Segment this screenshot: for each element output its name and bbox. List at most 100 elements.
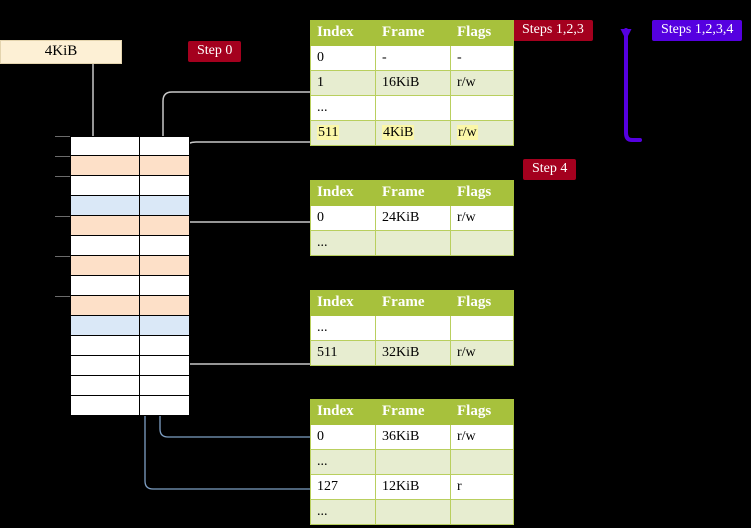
badge-steps-1234: Steps 1,2,3,4 <box>652 20 743 41</box>
cell-flags: r/w <box>450 120 514 146</box>
cell-index: 127 <box>310 474 376 500</box>
cell-index: ... <box>310 95 376 121</box>
memory-row <box>70 216 190 236</box>
cell-flags: r/w <box>450 70 514 96</box>
cell-frame: 36KiB <box>375 424 451 450</box>
memory-row <box>70 396 190 416</box>
cell-frame <box>375 499 451 525</box>
cell-frame: 4KiB <box>375 120 451 146</box>
column-header-flags: Flags <box>450 290 514 316</box>
memory-row-tick <box>55 256 70 257</box>
memory-row-tick <box>55 216 70 217</box>
cell-frame <box>375 95 451 121</box>
cell-flags <box>450 449 514 475</box>
cell-frame: 16KiB <box>375 70 451 96</box>
cell-flags: r/w <box>450 205 514 231</box>
cell-frame: 32KiB <box>375 340 451 366</box>
memory-divider-1 <box>139 136 140 416</box>
table-row: ... <box>310 499 514 525</box>
column-header-flags: Flags <box>450 20 514 46</box>
table-row: 511 4KiB r/w <box>310 120 514 146</box>
cell-index: ... <box>310 230 376 256</box>
highlighted-value: 511 <box>317 124 340 140</box>
column-header-index: Index <box>310 180 376 206</box>
column-header-index: Index <box>310 20 376 46</box>
wire-t3-row511-to-memory <box>173 316 310 365</box>
frame-size-label: 4KiB <box>44 43 78 59</box>
column-header-flags: Flags <box>450 399 514 425</box>
cell-frame <box>375 230 451 256</box>
memory-row <box>70 336 190 356</box>
badge-step-4: Step 4 <box>523 159 577 180</box>
memory-divider-right <box>189 136 190 416</box>
highlighted-value: r/w <box>457 124 478 140</box>
memory-divider-left <box>70 136 71 416</box>
cell-frame <box>375 315 451 341</box>
cell-flags: r/w <box>450 424 514 450</box>
cell-index: 511 <box>310 340 376 366</box>
cell-flags <box>450 315 514 341</box>
memory-row-tick <box>55 136 70 137</box>
cell-flags: r <box>450 474 514 500</box>
cell-frame: 12KiB <box>375 474 451 500</box>
column-header-frame: Frame <box>375 20 451 46</box>
cell-flags: r/w <box>450 340 514 366</box>
memory-row-tick <box>55 156 70 157</box>
cell-flags <box>450 499 514 525</box>
bracket-arrow-steps <box>620 28 642 142</box>
memory-row <box>70 176 190 196</box>
cell-index: ... <box>310 499 376 525</box>
memory-row <box>70 236 190 256</box>
cell-flags: - <box>450 45 514 71</box>
memory-row-tick <box>55 296 70 297</box>
highlighted-value: 4KiB <box>382 124 415 140</box>
badge-step-0: Step 0 <box>188 41 242 62</box>
cell-index: 0 <box>310 45 376 71</box>
column-header-frame: Frame <box>375 290 451 316</box>
memory-row <box>70 376 190 396</box>
wire-t1-row511-to-memory <box>181 141 310 159</box>
cell-frame <box>375 449 451 475</box>
cell-index: ... <box>310 449 376 475</box>
memory-row <box>70 256 190 276</box>
physical-memory-column <box>55 136 190 416</box>
memory-row <box>70 316 190 336</box>
memory-row <box>70 296 190 316</box>
frame-size-box: 4KiB <box>0 40 122 64</box>
table-row: ... <box>310 449 514 475</box>
table-row: ... <box>310 95 514 121</box>
cell-flags <box>450 95 514 121</box>
table-row: 0-- <box>310 45 514 71</box>
cell-index: ... <box>310 315 376 341</box>
cell-index: 511 <box>310 120 376 146</box>
memory-row <box>70 276 190 296</box>
column-header-frame: Frame <box>375 180 451 206</box>
cell-flags <box>450 230 514 256</box>
table-row: ... <box>310 315 514 341</box>
cell-frame: - <box>375 45 451 71</box>
column-header-index: Index <box>310 399 376 425</box>
memory-row <box>70 136 190 156</box>
badge-steps-123: Steps 1,2,3 <box>513 20 593 41</box>
cell-index: 0 <box>310 424 376 450</box>
memory-row <box>70 196 190 216</box>
wire-t2-row0-to-memory <box>177 221 310 256</box>
memory-row <box>70 356 190 376</box>
column-header-flags: Flags <box>450 180 514 206</box>
table-row: ... <box>310 230 514 256</box>
column-header-frame: Frame <box>375 399 451 425</box>
cell-index: 0 <box>310 205 376 231</box>
cell-index: 1 <box>310 70 376 96</box>
cell-frame: 24KiB <box>375 205 451 231</box>
memory-row <box>70 156 190 176</box>
